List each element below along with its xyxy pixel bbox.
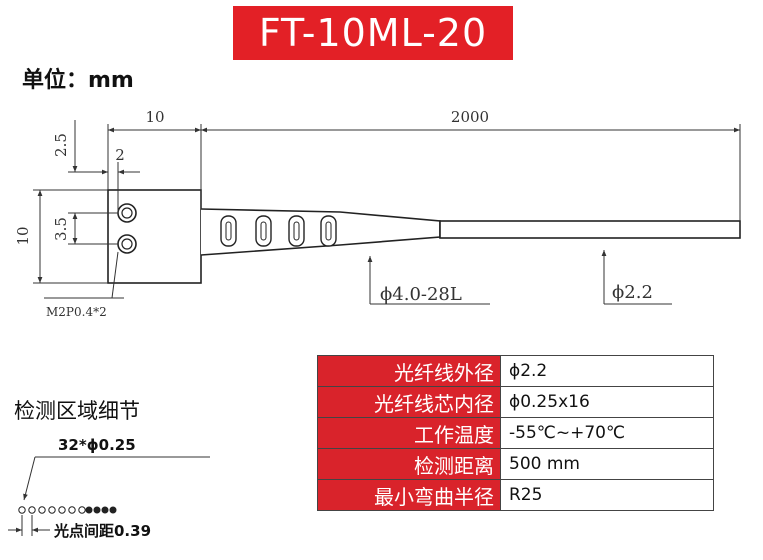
- dim-3-5: 3.5: [52, 217, 70, 241]
- detail-dots: [18, 506, 117, 514]
- spec-value: 500 mm: [500, 448, 714, 480]
- sleeve-callout: ϕ4.0-28L: [380, 284, 462, 305]
- spec-value: ϕ2.2: [500, 355, 714, 387]
- detail-pitch-label: 光点间距0.39: [53, 522, 151, 540]
- spec-value: ϕ0.25x16: [500, 386, 714, 418]
- dim-10-side: 10: [14, 226, 32, 245]
- unit-label: 单位：mm: [22, 68, 134, 93]
- table-row: 检测距离 500 mm: [317, 448, 714, 480]
- dim-2: 2: [115, 146, 125, 164]
- spec-label: 光纤线芯内径: [317, 386, 501, 418]
- thread-note: M2P0.4*2: [46, 305, 107, 319]
- spec-table: 光纤线外径 ϕ2.2 光纤线芯内径 ϕ0.25x16 工作温度 -55℃~+70…: [317, 355, 714, 511]
- spec-label: 光纤线外径: [317, 355, 501, 387]
- table-row: 光纤线外径 ϕ2.2: [317, 355, 714, 387]
- spec-label: 检测距离: [317, 448, 501, 480]
- spec-value: R25: [500, 479, 714, 511]
- table-row: 光纤线芯内径 ϕ0.25x16: [317, 386, 714, 418]
- title-banner: FT-10ML-20: [233, 6, 513, 60]
- table-row: 最小弯曲半径 R25: [317, 479, 714, 511]
- detail-count-label: 32*ϕ0.25: [58, 436, 136, 454]
- fiber-cable: [439, 220, 741, 239]
- detail-title: 检测区域细节: [14, 399, 140, 423]
- dim-2-5: 2.5: [52, 133, 70, 157]
- spec-label: 工作温度: [317, 417, 501, 449]
- spec-value: -55℃~+70℃: [500, 417, 714, 449]
- dim-10-top: 10: [145, 108, 164, 126]
- model-title: FT-10ML-20: [258, 11, 488, 55]
- fiber-callout: ϕ2.2: [612, 282, 653, 303]
- table-row: 工作温度 -55℃~+70℃: [317, 417, 714, 449]
- spec-label: 最小弯曲半径: [317, 479, 501, 511]
- dim-2000: 2000: [451, 108, 489, 126]
